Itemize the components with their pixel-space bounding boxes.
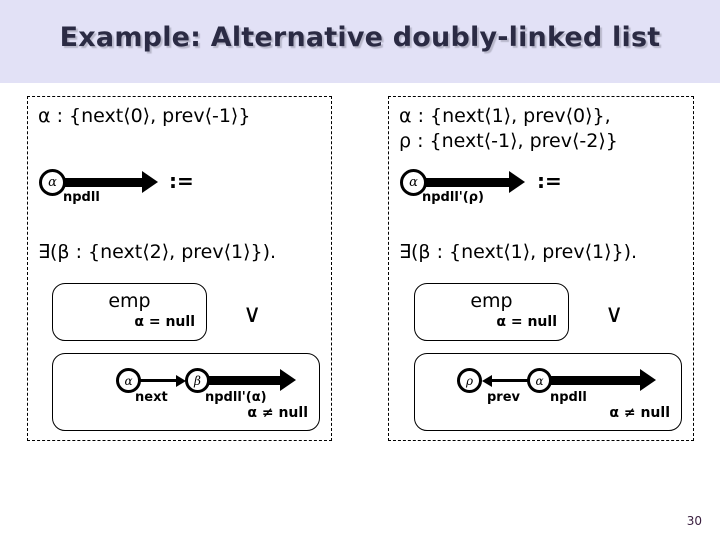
left-state-line-1: α : {next⟨0⟩, prev⟨-1⟩} — [38, 105, 251, 127]
right-predicate-node-alpha: α — [400, 169, 427, 196]
right-npdll-arrow — [547, 369, 656, 391]
right-node-rho: ρ — [457, 368, 482, 393]
right-emp-label: emp — [470, 290, 513, 312]
right-state-line-2: ρ : {next⟨-1⟩, prev⟨-2⟩} — [399, 130, 618, 152]
left-definition-panel: α : {next⟨0⟩, prev⟨-1⟩} α npdll := ∃(β :… — [27, 96, 332, 441]
left-npdll-label: npdll'(α) — [205, 390, 267, 405]
right-definition-panel: α : {next⟨1⟩, prev⟨0⟩}, ρ : {next⟨-1⟩, p… — [388, 96, 694, 441]
left-predicate-arrow — [61, 171, 158, 193]
left-exists-line: ∃(β : {next⟨2⟩, prev⟨1⟩}). — [38, 241, 277, 263]
right-state-line-1: α : {next⟨1⟩, prev⟨0⟩}, — [399, 105, 611, 127]
left-empty-condition: α = null — [134, 314, 195, 330]
right-exists-line: ∃(β : {next⟨1⟩, prev⟨1⟩}). — [399, 241, 638, 263]
right-node-alpha: α — [527, 368, 552, 393]
right-prev-arrow — [482, 374, 529, 387]
title-band — [0, 0, 720, 83]
right-empty-case-box: emp α = null — [414, 283, 569, 341]
right-predicate-edge-label: npdll'(ρ) — [422, 190, 484, 205]
left-node-alpha: α — [116, 368, 141, 393]
left-next-label: next — [135, 390, 168, 405]
left-or-symbol: ∨ — [243, 299, 262, 328]
right-or-symbol: ∨ — [605, 299, 624, 328]
right-nonempty-condition: α ≠ null — [609, 405, 670, 421]
left-assignment-symbol: := — [169, 169, 194, 193]
left-empty-case-box: emp α = null — [52, 283, 207, 341]
left-emp-label: emp — [108, 290, 151, 312]
left-predicate-node-alpha: α — [39, 169, 66, 196]
left-predicate-edge-label: npdll — [63, 190, 100, 205]
right-prev-label: prev — [487, 390, 521, 405]
right-npdll-label: npdll — [550, 390, 587, 405]
left-next-arrow — [139, 374, 186, 387]
page-number: 30 — [686, 514, 702, 528]
page-title: Example: Alternative doubly-linked list — [59, 22, 661, 53]
left-node-beta: β — [185, 368, 210, 393]
right-predicate-arrow — [422, 171, 525, 193]
left-npdll-arrow — [205, 369, 296, 391]
right-nonempty-case-box: ρ prev α npdll α ≠ null — [414, 353, 682, 431]
left-nonempty-case-box: α next β npdll'(α) α ≠ null — [52, 353, 320, 431]
left-nonempty-condition: α ≠ null — [247, 405, 308, 421]
right-empty-condition: α = null — [496, 314, 557, 330]
right-assignment-symbol: := — [537, 169, 562, 193]
